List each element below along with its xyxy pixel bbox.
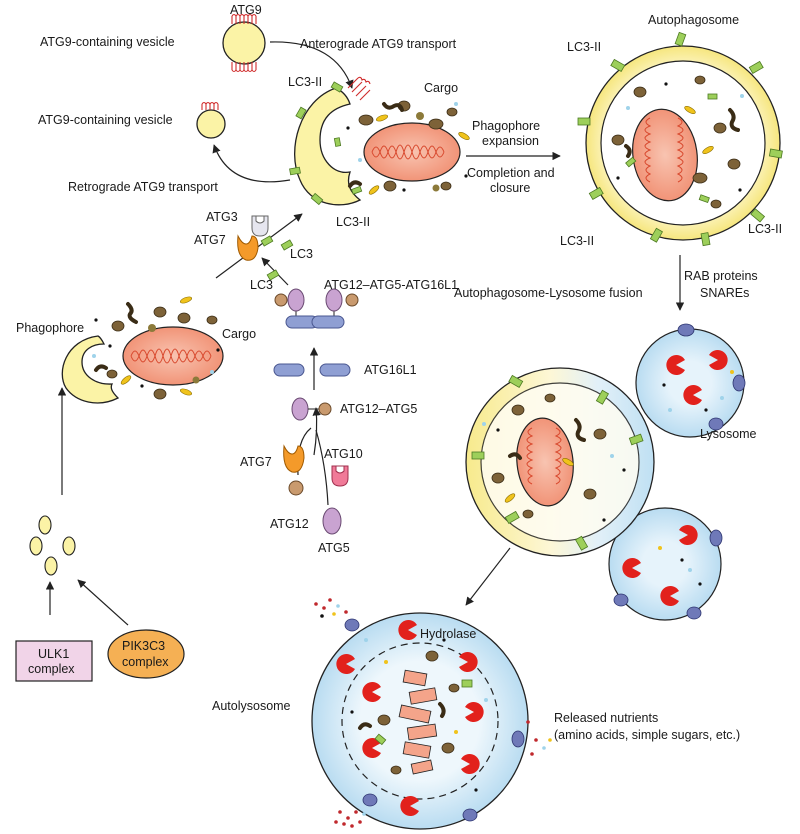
label-atg12-atg5: ATG12–ATG5	[340, 402, 417, 416]
label-atg5: ATG5	[318, 541, 350, 555]
atg7-lower-icon	[283, 444, 305, 473]
pik3c3-complex	[107, 629, 185, 679]
label-atg7-lower: ATG7	[240, 455, 272, 469]
label-atg10: ATG10	[324, 447, 363, 461]
cargo-top	[346, 100, 470, 195]
released-nutrients-right	[526, 720, 552, 756]
atg5-conjugation-arrow	[315, 429, 329, 506]
label-atg9-top: ATG9	[230, 3, 262, 17]
lc3-lipidation-arrow	[215, 213, 303, 279]
label-ulk1-2: complex	[28, 662, 75, 676]
label-rab-1: RAB proteins	[684, 269, 758, 283]
phagophore	[61, 335, 120, 404]
label-released-1: Released nutrients	[554, 711, 658, 725]
label-retrograde: Retrograde ATG9 transport	[68, 180, 218, 194]
label-lc3ii-bottom: LC3-II	[336, 215, 370, 229]
arrows	[45, 41, 685, 626]
label-atg9-vesicle-top: ATG9-containing vesicle	[40, 35, 175, 49]
label-lc3ii-ap-bottomleft: LC3-II	[560, 234, 594, 248]
atg12-icon	[288, 480, 304, 496]
label-rab-2: SNAREs	[700, 286, 749, 300]
cargo-left	[92, 296, 224, 400]
lysosome-bottom	[608, 507, 723, 621]
autolysosome	[311, 612, 529, 830]
label-autophagosome: Autophagosome	[648, 13, 739, 27]
lysosome-top	[635, 323, 746, 438]
autophagosome	[577, 31, 783, 247]
label-completion-2: closure	[490, 181, 530, 195]
label-lc3-b: LC3	[250, 278, 273, 292]
expanding-phagophore	[289, 76, 371, 206]
atg9-vesicle-left	[196, 101, 226, 139]
label-lc3-a: LC3	[290, 247, 313, 261]
retrograde-arrow	[212, 144, 291, 183]
atg12-atg5-atg16l1-complex	[274, 288, 359, 329]
fusing-autophagosome	[465, 367, 655, 557]
label-atg7-upper: ATG7	[194, 233, 226, 247]
precursor-vesicles	[29, 515, 76, 576]
label-phagophore-expansion-1: Phagophore	[472, 119, 540, 133]
label-lysosome: Lysosome	[700, 427, 757, 441]
released-nutrients-top	[314, 598, 348, 618]
label-phagophore: Phagophore	[16, 321, 84, 335]
atg10-icon	[331, 465, 349, 487]
anterograde-arrow	[269, 41, 354, 89]
label-atg9-vesicle-left: ATG9-containing vesicle	[38, 113, 173, 127]
label-released-2: (amino acids, simple sugars, etc.)	[554, 728, 740, 742]
label-pik3c3-1: PIK3C3	[122, 639, 165, 653]
label-lc3ii-ap-topleft: LC3-II	[567, 40, 601, 54]
label-ulk1-1: ULK1	[38, 647, 69, 661]
label-phagophore-expansion-2: expansion	[482, 134, 539, 148]
label-atg12-complex: ATG12–ATG5-ATG16L1	[324, 278, 458, 292]
label-autolysosome: Autolysosome	[212, 699, 291, 713]
label-fusion: Autophagosome-Lysosome fusion	[454, 286, 643, 300]
degrading-mitochondrion	[398, 669, 438, 775]
lysis-arrow	[465, 547, 511, 606]
atg12-atg5-icon	[291, 397, 332, 421]
label-hydrolase: Hydrolase	[420, 627, 476, 641]
atg5-icon	[322, 507, 342, 535]
label-atg16l1: ATG16L1	[364, 363, 417, 377]
label-cargo-left: Cargo	[222, 327, 256, 341]
lc3-markers	[260, 235, 294, 281]
atg16l1-icon	[273, 363, 351, 377]
pik3c3-arrow	[77, 579, 129, 626]
label-atg12: ATG12	[270, 517, 309, 531]
label-anterograde: Anterograde ATG9 transport	[300, 37, 457, 51]
atg7-upper-icon	[237, 234, 259, 261]
label-cargo-top: Cargo	[424, 81, 458, 95]
ulk1-complex	[15, 640, 93, 682]
label-completion-1: Completion and	[467, 166, 555, 180]
label-pik3c3-2: complex	[122, 655, 169, 669]
atg9-vesicle-top	[222, 13, 266, 73]
label-lc3ii-top: LC3-II	[288, 75, 322, 89]
released-nutrients-bottom	[334, 810, 366, 828]
labels: ATG9 ATG9-containing vesicle Anterograde…	[16, 3, 782, 742]
label-atg3: ATG3	[206, 210, 238, 224]
atg3-icon	[251, 215, 269, 237]
label-lc3ii-ap-bottomright: LC3-II	[748, 222, 782, 236]
